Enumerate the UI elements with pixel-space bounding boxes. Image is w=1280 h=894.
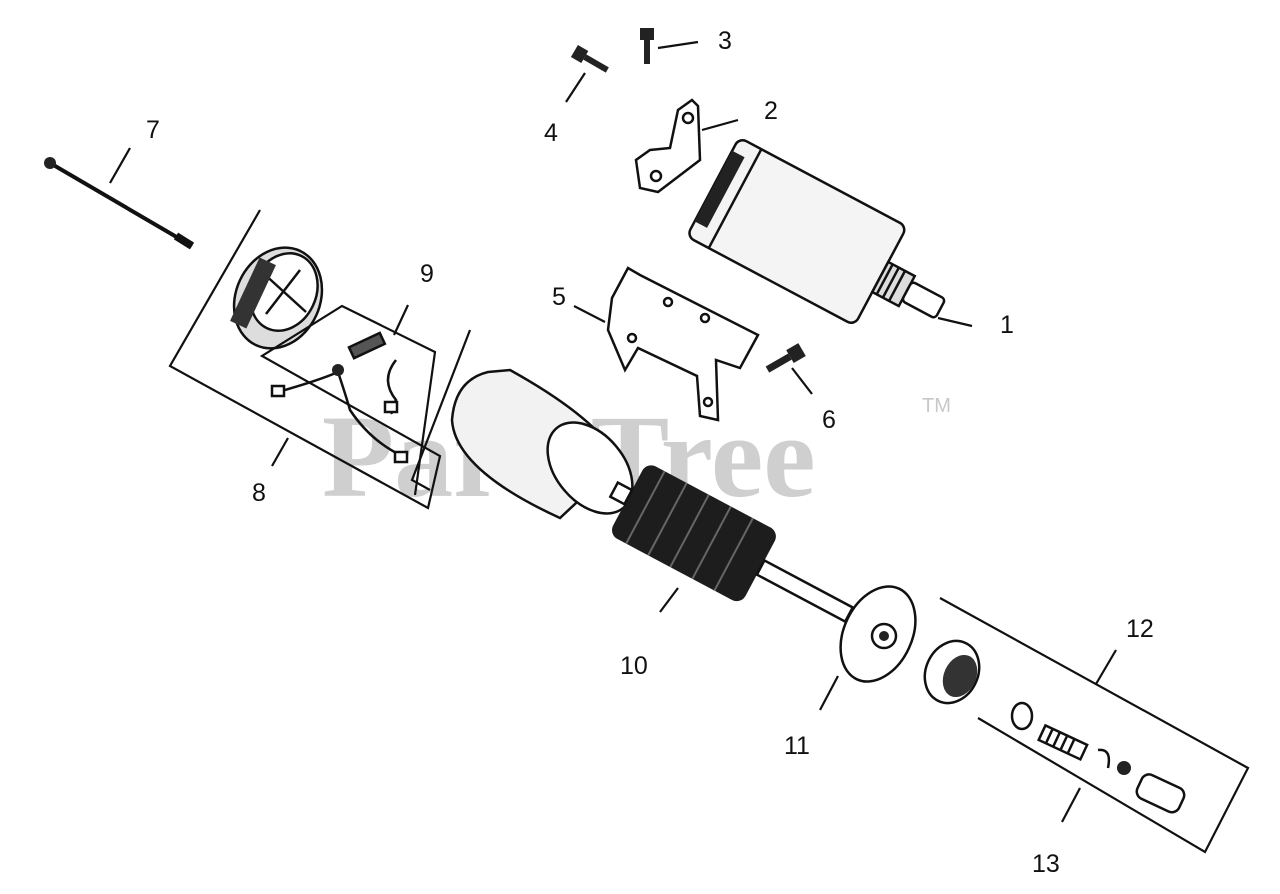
callout-labels: 1 2 3 4 5 6 7 8 9 10 11 12 13 xyxy=(146,27,1154,878)
callout-11[interactable]: 11 xyxy=(784,732,810,760)
part-12-drive-gear[interactable] xyxy=(915,632,989,712)
part-8-group-outline xyxy=(168,209,442,510)
callout-10[interactable]: 10 xyxy=(620,652,648,680)
part-3-bolt[interactable] xyxy=(640,28,654,64)
part-5-mounting-bracket[interactable] xyxy=(606,266,760,422)
callout-1[interactable]: 1 xyxy=(1000,311,1014,339)
watermark-trademark: TM xyxy=(922,395,951,417)
callout-6[interactable]: 6 xyxy=(822,406,836,434)
callout-13[interactable]: 13 xyxy=(1032,850,1060,878)
callout-5[interactable]: 5 xyxy=(552,283,566,311)
part-9-brush-set[interactable] xyxy=(270,331,409,464)
part-7-through-bolt[interactable] xyxy=(44,157,195,250)
frame-group-line xyxy=(410,329,472,491)
part-frame-housing[interactable] xyxy=(450,368,649,530)
callout-4[interactable]: 4 xyxy=(544,119,558,147)
callout-12[interactable]: 12 xyxy=(1126,615,1154,643)
callout-9[interactable]: 9 xyxy=(420,260,434,288)
part-10-armature[interactable] xyxy=(594,454,867,651)
part-1-starter-motor[interactable] xyxy=(687,137,967,357)
callout-2[interactable]: 2 xyxy=(764,97,778,125)
part-12-group-outline xyxy=(939,597,1250,854)
part-8-end-cap[interactable] xyxy=(218,233,338,363)
callout-8[interactable]: 8 xyxy=(252,479,266,507)
part-4-bolt[interactable] xyxy=(570,44,611,76)
part-11-end-plate[interactable] xyxy=(826,574,930,693)
part-2-bracket[interactable] xyxy=(634,98,702,194)
part-6-bolt[interactable] xyxy=(764,343,806,376)
callout-3[interactable]: 3 xyxy=(718,27,732,55)
part-13-spring-kit[interactable] xyxy=(1010,701,1187,815)
callout-7[interactable]: 7 xyxy=(146,116,160,144)
leader-lines xyxy=(109,40,1117,823)
